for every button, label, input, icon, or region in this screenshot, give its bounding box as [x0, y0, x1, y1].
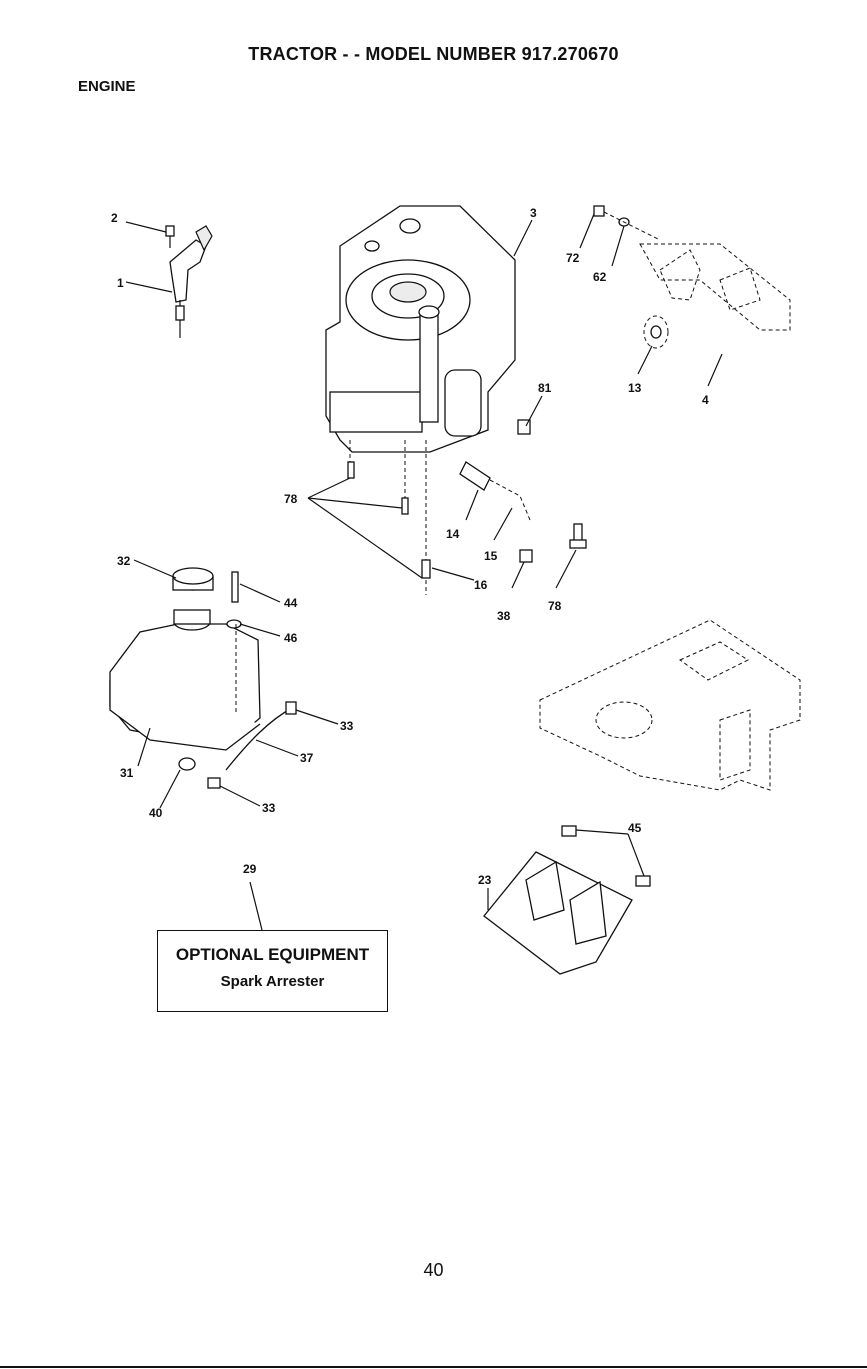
- fuel-tank-drawing: [110, 568, 260, 750]
- callout-13: 13: [628, 381, 642, 395]
- callout-2: 2: [111, 211, 118, 225]
- optional-equipment-box: OPTIONAL EQUIPMENT Spark Arrester: [157, 930, 388, 1012]
- callout-31: 31: [120, 766, 134, 780]
- callout-81: 81: [538, 381, 552, 395]
- callout-37: 37: [300, 751, 314, 765]
- callout-38: 38: [497, 609, 511, 623]
- bottom-divider: [0, 1366, 867, 1368]
- spark-arrester-label: Spark Arrester: [158, 973, 387, 990]
- optional-equipment-heading: OPTIONAL EQUIPMENT: [158, 945, 387, 965]
- callout-23: 23: [478, 873, 492, 887]
- callout-16: 16: [474, 578, 488, 592]
- callout-78b: 78: [548, 599, 562, 613]
- callout-14: 14: [446, 527, 460, 541]
- callout-45: 45: [628, 821, 642, 835]
- callout-4: 4: [702, 393, 709, 407]
- callout-33a: 33: [340, 719, 354, 733]
- callout-29: 29: [243, 862, 257, 876]
- callout-62: 62: [593, 270, 607, 284]
- callout-33b: 33: [262, 801, 276, 815]
- callout-78a: 78: [284, 492, 298, 506]
- heat-shield-drawing: [484, 826, 650, 974]
- callout-1: 1: [117, 276, 124, 290]
- callout-46: 46: [284, 631, 298, 645]
- callout-3: 3: [530, 206, 537, 220]
- callout-32: 32: [117, 554, 131, 568]
- callout-72: 72: [566, 251, 580, 265]
- chassis-plate-drawing: [540, 620, 800, 790]
- callout-15: 15: [484, 549, 498, 563]
- throttle-control-drawing: [166, 226, 212, 338]
- engine-drawing: [326, 206, 515, 595]
- callout-40: 40: [149, 806, 163, 820]
- callout-44: 44: [284, 596, 298, 610]
- page-number: 40: [0, 1260, 867, 1281]
